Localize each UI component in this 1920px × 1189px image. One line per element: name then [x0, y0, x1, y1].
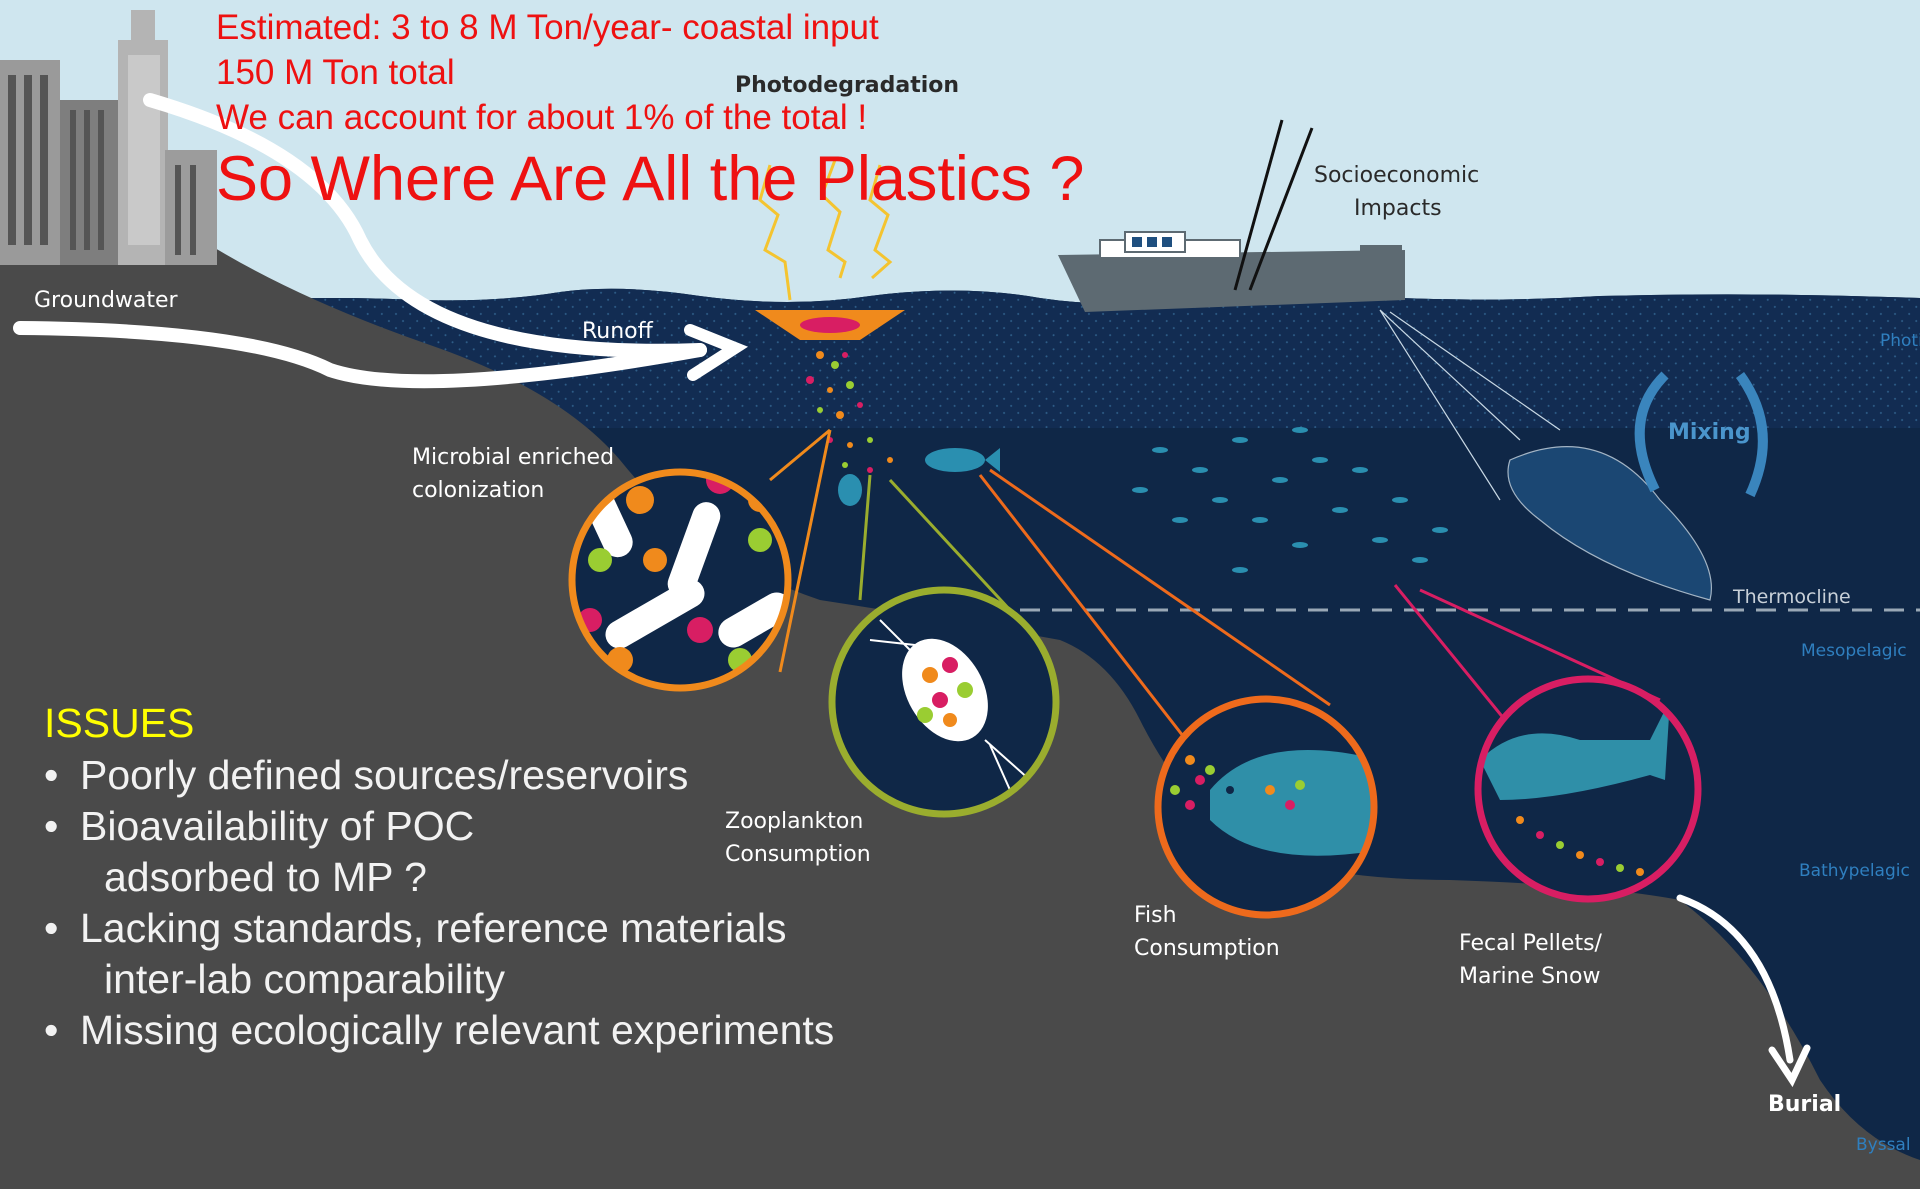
total-annotation: 150 M Ton total — [216, 55, 455, 90]
zone-byssal: Byssal — [1856, 1137, 1911, 1154]
mixing-label: Mixing — [1668, 422, 1751, 444]
issue-text-continued: inter-lab comparability — [80, 954, 834, 1005]
zone-mesopelagic: Mesopelagic — [1801, 643, 1907, 660]
fecal-label-line2: Marine Snow — [1459, 961, 1600, 993]
jellyfish — [838, 474, 862, 506]
burial-label: Burial — [1768, 1089, 1841, 1121]
issue-item: Missing ecologically relevant experiment… — [40, 1005, 834, 1056]
impacts-label: Impacts — [1354, 193, 1442, 225]
issue-text: Missing ecologically relevant experiment… — [80, 1007, 834, 1053]
runoff-label: Runoff — [582, 316, 653, 348]
issues-title: ISSUES — [44, 703, 194, 744]
headline: So Where Are All the Plastics ? — [216, 148, 1084, 211]
fish-label-line1: Fish — [1134, 900, 1177, 932]
issues-list: Poorly defined sources/reservoirs Bioava… — [40, 750, 834, 1056]
photodegradation-label: Photodegradation — [735, 70, 959, 102]
issue-text-continued: adsorbed to MP ? — [80, 852, 834, 903]
thermocline-label: Thermocline — [1733, 584, 1851, 612]
zooplankton-callout — [832, 590, 1056, 814]
fish-callout — [1158, 699, 1380, 915]
fecal-label-line1: Fecal Pellets/ — [1459, 928, 1602, 960]
fecal-pellets-callout — [1478, 679, 1698, 899]
issue-text: Poorly defined sources/reservoirs — [80, 752, 688, 798]
zone-bathypelagic: Bathypelagic — [1799, 863, 1910, 880]
issue-text: Lacking standards, reference materials — [80, 905, 786, 951]
microbial-label-line1: Microbial enriched — [412, 442, 614, 474]
socioeconomic-label: Socioeconomic — [1314, 160, 1479, 192]
microbial-label-line2: colonization — [412, 475, 544, 507]
issue-text: Bioavailability of POC — [80, 803, 474, 849]
zone-photic: Photic — [1880, 333, 1920, 350]
issue-item: Poorly defined sources/reservoirs — [40, 750, 834, 801]
estimate-annotation: Estimated: 3 to 8 M Ton/year- coastal in… — [216, 10, 879, 45]
fish-label-line2: Consumption — [1134, 933, 1280, 965]
issue-item: Lacking standards, reference materialsin… — [40, 903, 834, 1005]
account-annotation: We can account for about 1% of the total… — [216, 100, 867, 135]
groundwater-label: Groundwater — [34, 285, 178, 317]
